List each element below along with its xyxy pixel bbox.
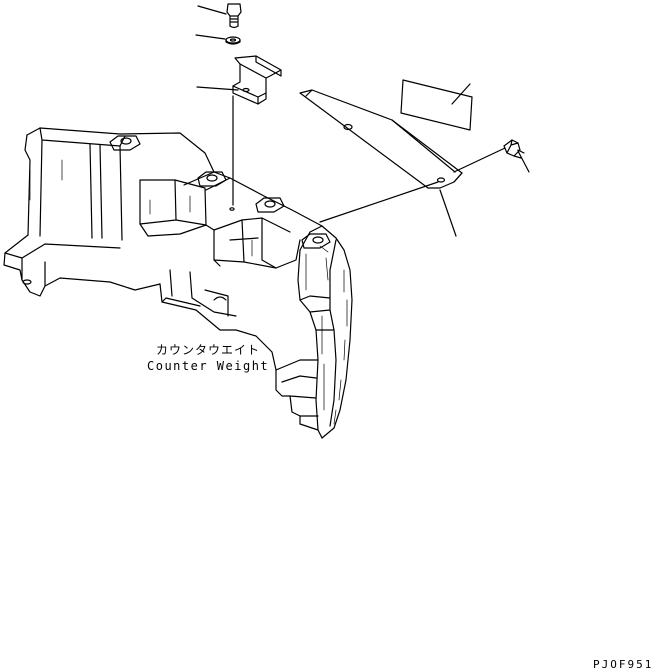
- leader-line-screw: [517, 150, 530, 173]
- screw-icon: [503, 139, 525, 159]
- drawing-code: PJOF951: [593, 658, 654, 671]
- counterweight-label-english: Counter Weight: [147, 359, 270, 373]
- leader-line-decal: [451, 83, 471, 105]
- leader-line-bracket: [196, 86, 239, 91]
- washer-icon: [225, 36, 241, 45]
- leader-line-washer: [195, 34, 226, 40]
- assembly-line-cover-screw: [453, 147, 506, 173]
- bracket-icon: [232, 55, 282, 105]
- bolt-icon: [226, 3, 242, 29]
- leader-line-bolt: [197, 5, 227, 15]
- leader-line-cover: [439, 189, 457, 237]
- counterweight-body: [3, 127, 353, 439]
- assembly-line-cover-weight: [319, 181, 439, 223]
- counterweight-label-japanese: カウンタウエイト: [156, 343, 261, 357]
- cover-plate-icon: [299, 89, 463, 189]
- decal-plate-icon: [400, 79, 473, 131]
